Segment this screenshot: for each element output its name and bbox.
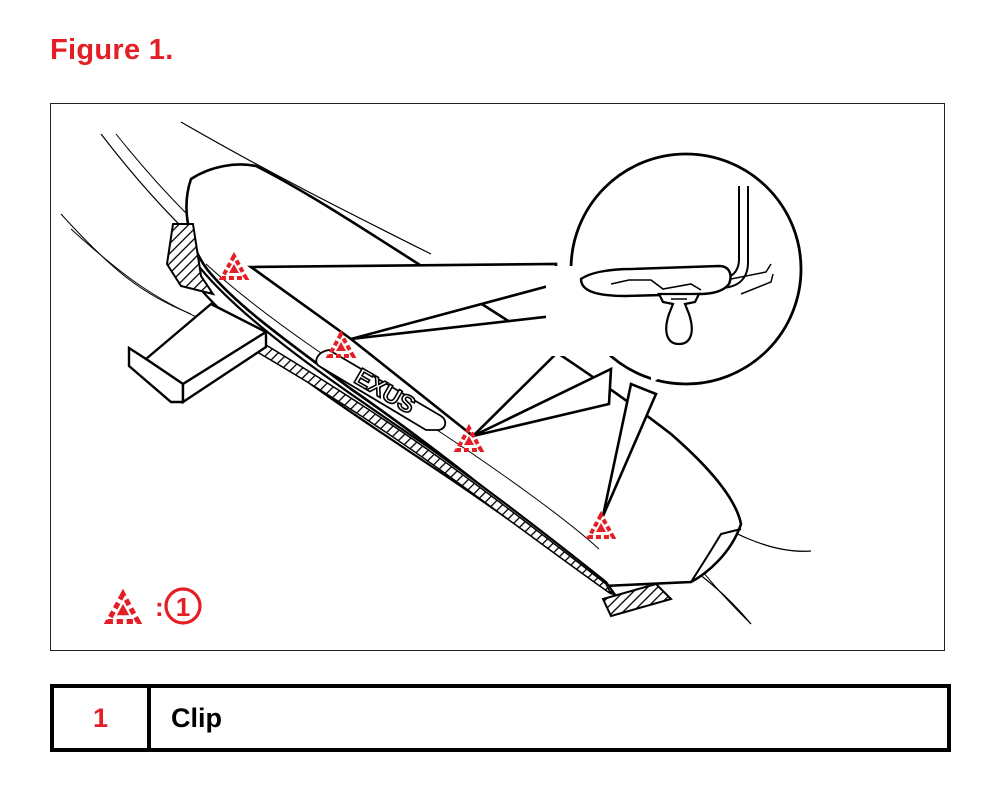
legend-table: 1 Clip [50, 684, 951, 752]
legend-row-number: 1 [54, 688, 151, 748]
legend-key: : 1 [108, 587, 202, 625]
figure-frame: EXUS [50, 103, 945, 651]
figure-title: Figure 1. [50, 34, 174, 66]
side-tab [127, 302, 269, 405]
scuff-plate-diagram: EXUS [60, 121, 812, 625]
legend-key-separator: : [155, 592, 164, 622]
number-circle-icon [164, 587, 202, 625]
clip-marker-icon [108, 594, 138, 622]
legend-row-label: Clip [171, 702, 222, 733]
detail-magnifier [247, 152, 803, 517]
legend-key-number: 1 [176, 592, 190, 622]
